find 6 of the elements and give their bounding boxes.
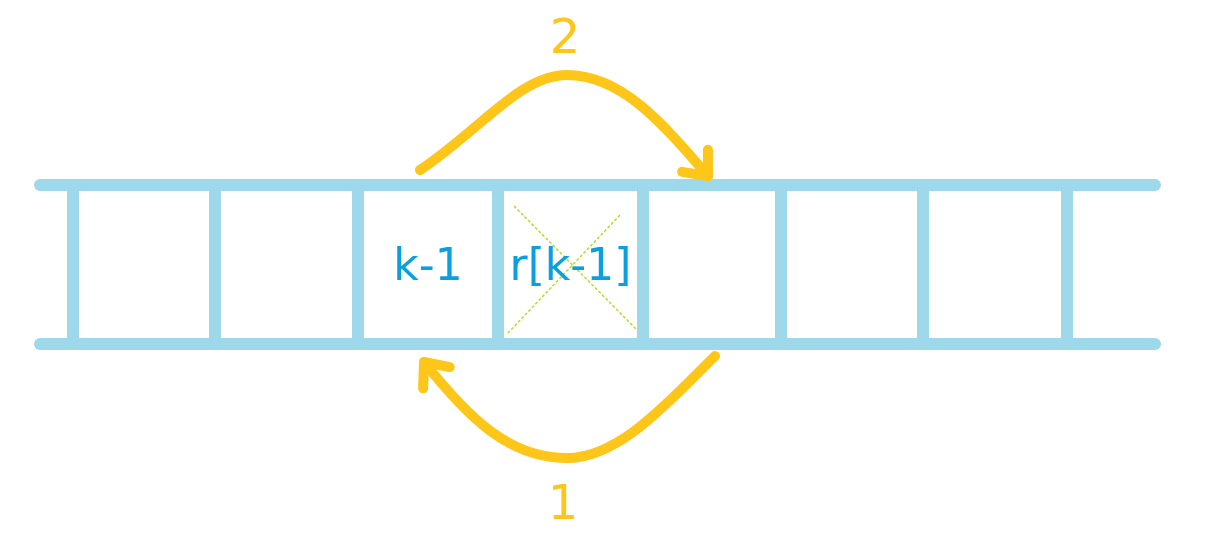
curved-arrow — [418, 351, 720, 463]
cell-text: r[k-1] — [509, 239, 632, 290]
curved-arrow — [415, 70, 713, 181]
edge-label: 2 — [549, 12, 581, 60]
edge-label: 1 — [547, 478, 579, 526]
cell-text: k-1 — [393, 239, 463, 290]
